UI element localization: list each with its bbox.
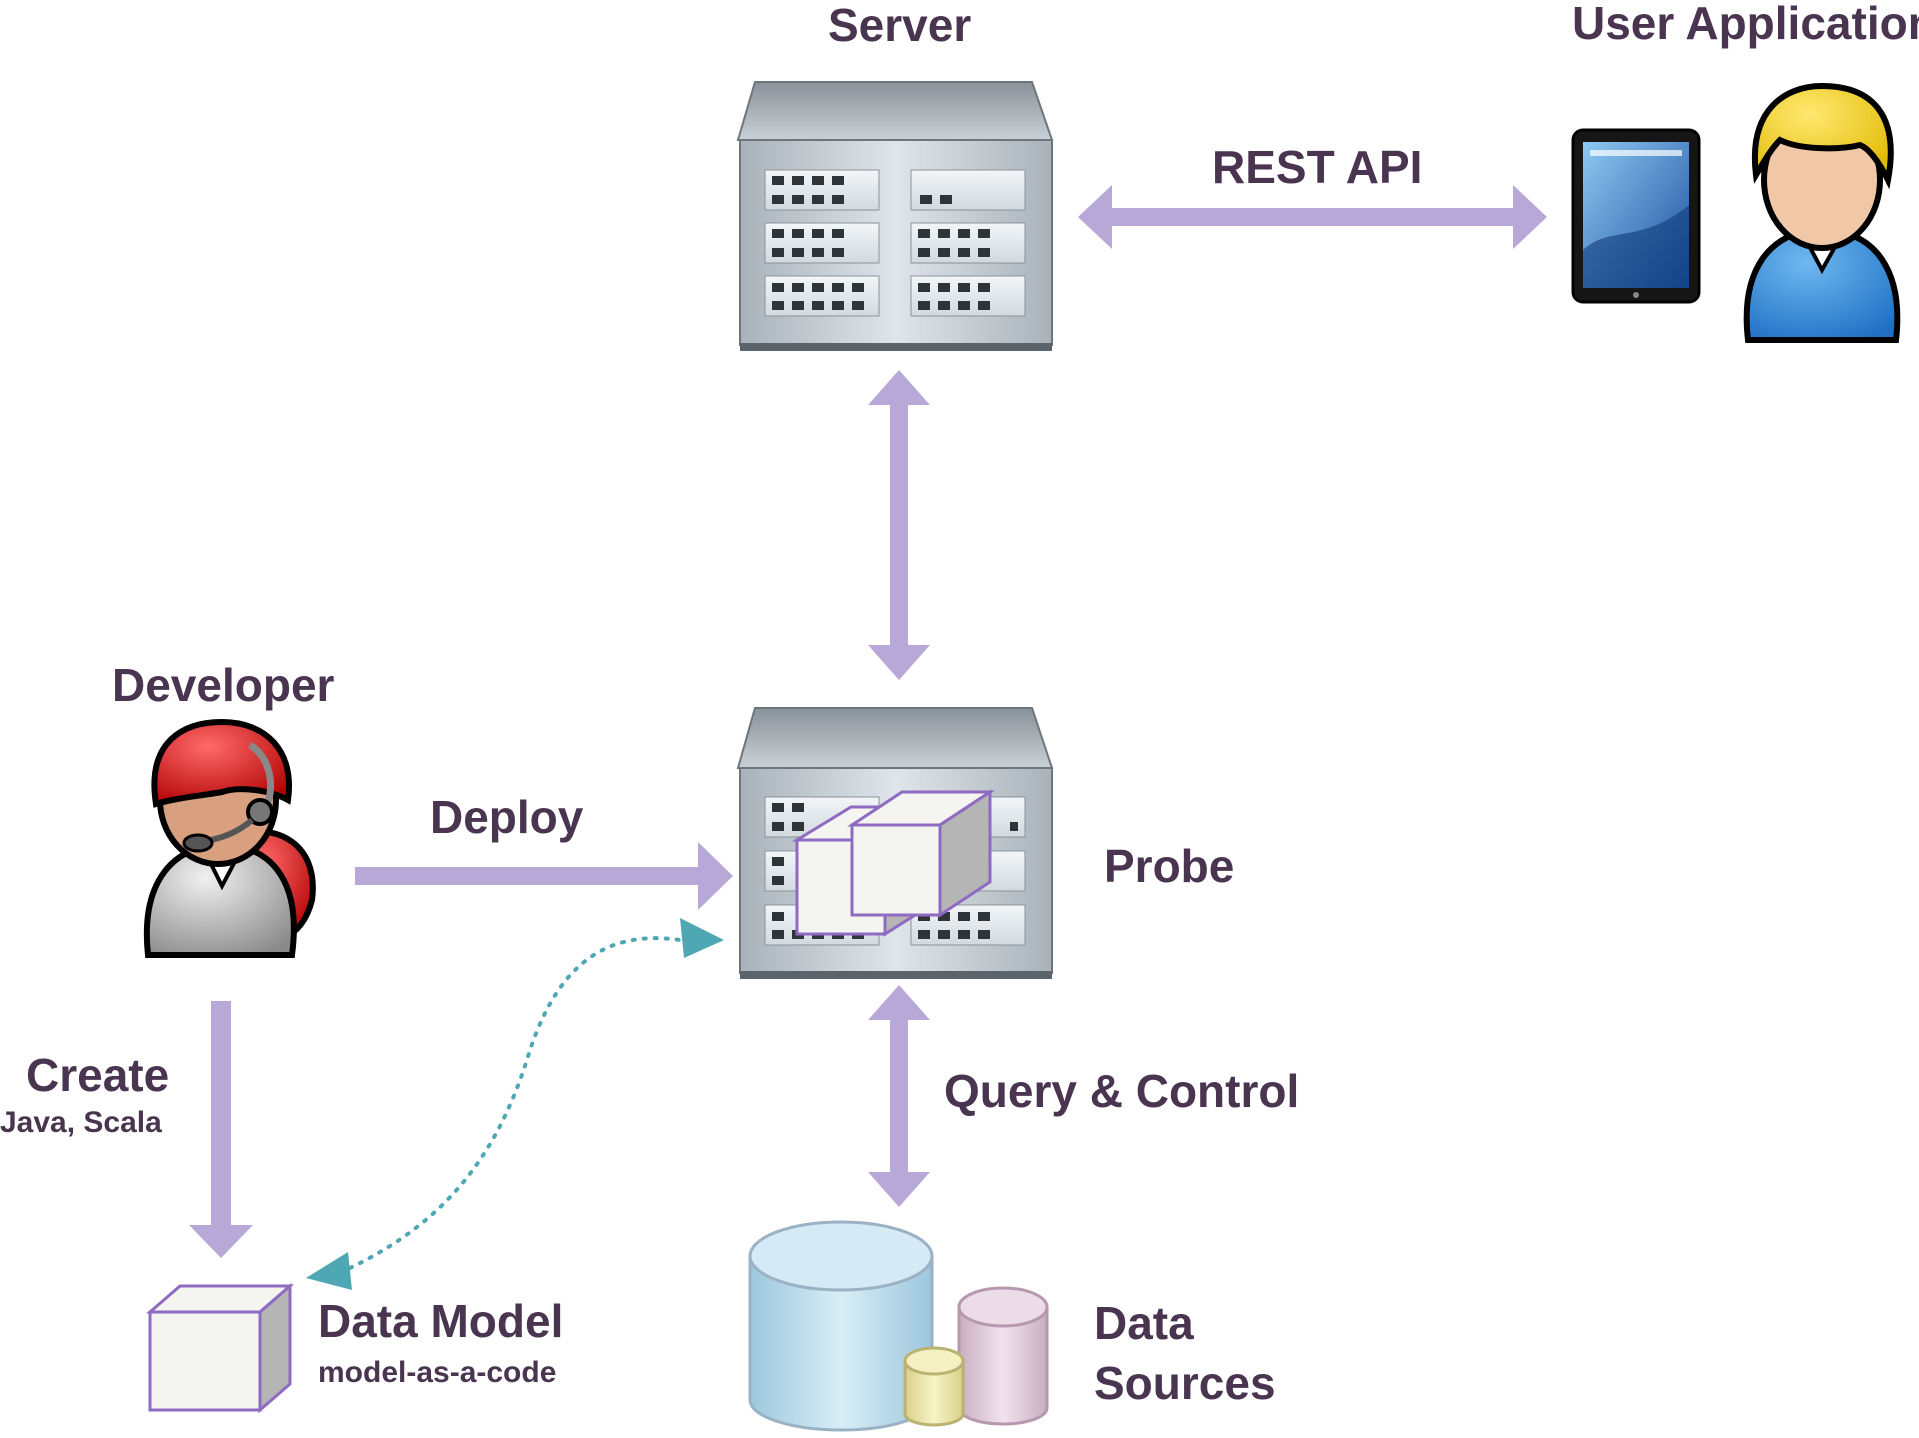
data-model-subtitle: model-as-a-code xyxy=(318,1356,557,1389)
arrows xyxy=(189,185,1547,1258)
user-avatar-icon xyxy=(1743,82,1901,343)
query-control-label: Query & Control xyxy=(944,1065,1300,1117)
developer-label: Developer xyxy=(112,659,335,711)
probe-label: Probe xyxy=(1104,840,1235,892)
rest-api-double-arrow xyxy=(1078,185,1547,249)
deploy-label: Deploy xyxy=(430,791,584,843)
tablet-icon xyxy=(1571,128,1701,304)
deployed-model-cubes xyxy=(791,789,995,937)
data-model-cube-icon xyxy=(145,1282,295,1414)
user-application-label: User Application xyxy=(1572,0,1919,49)
server-label: Server xyxy=(828,0,972,51)
developer-headset-avatar-icon xyxy=(143,718,316,958)
probe-rack-icon xyxy=(736,707,1054,979)
database-cylinders-icon xyxy=(748,1220,1049,1432)
create-arrow xyxy=(189,1001,253,1258)
data-sources-label-line1: Data xyxy=(1094,1297,1194,1349)
create-languages-label: Java, Scala xyxy=(0,1106,162,1139)
server-rack-icon xyxy=(736,81,1054,351)
create-label: Create xyxy=(26,1049,170,1101)
deploy-arrow xyxy=(355,842,733,910)
data-model-label: Data Model xyxy=(318,1295,564,1347)
dotted-link-arrow xyxy=(306,918,724,1290)
rest-api-label: REST API xyxy=(1212,141,1423,193)
server-probe-double-arrow xyxy=(868,370,930,680)
data-sources-label-line2: Sources xyxy=(1094,1357,1276,1409)
query-control-double-arrow xyxy=(868,985,930,1207)
